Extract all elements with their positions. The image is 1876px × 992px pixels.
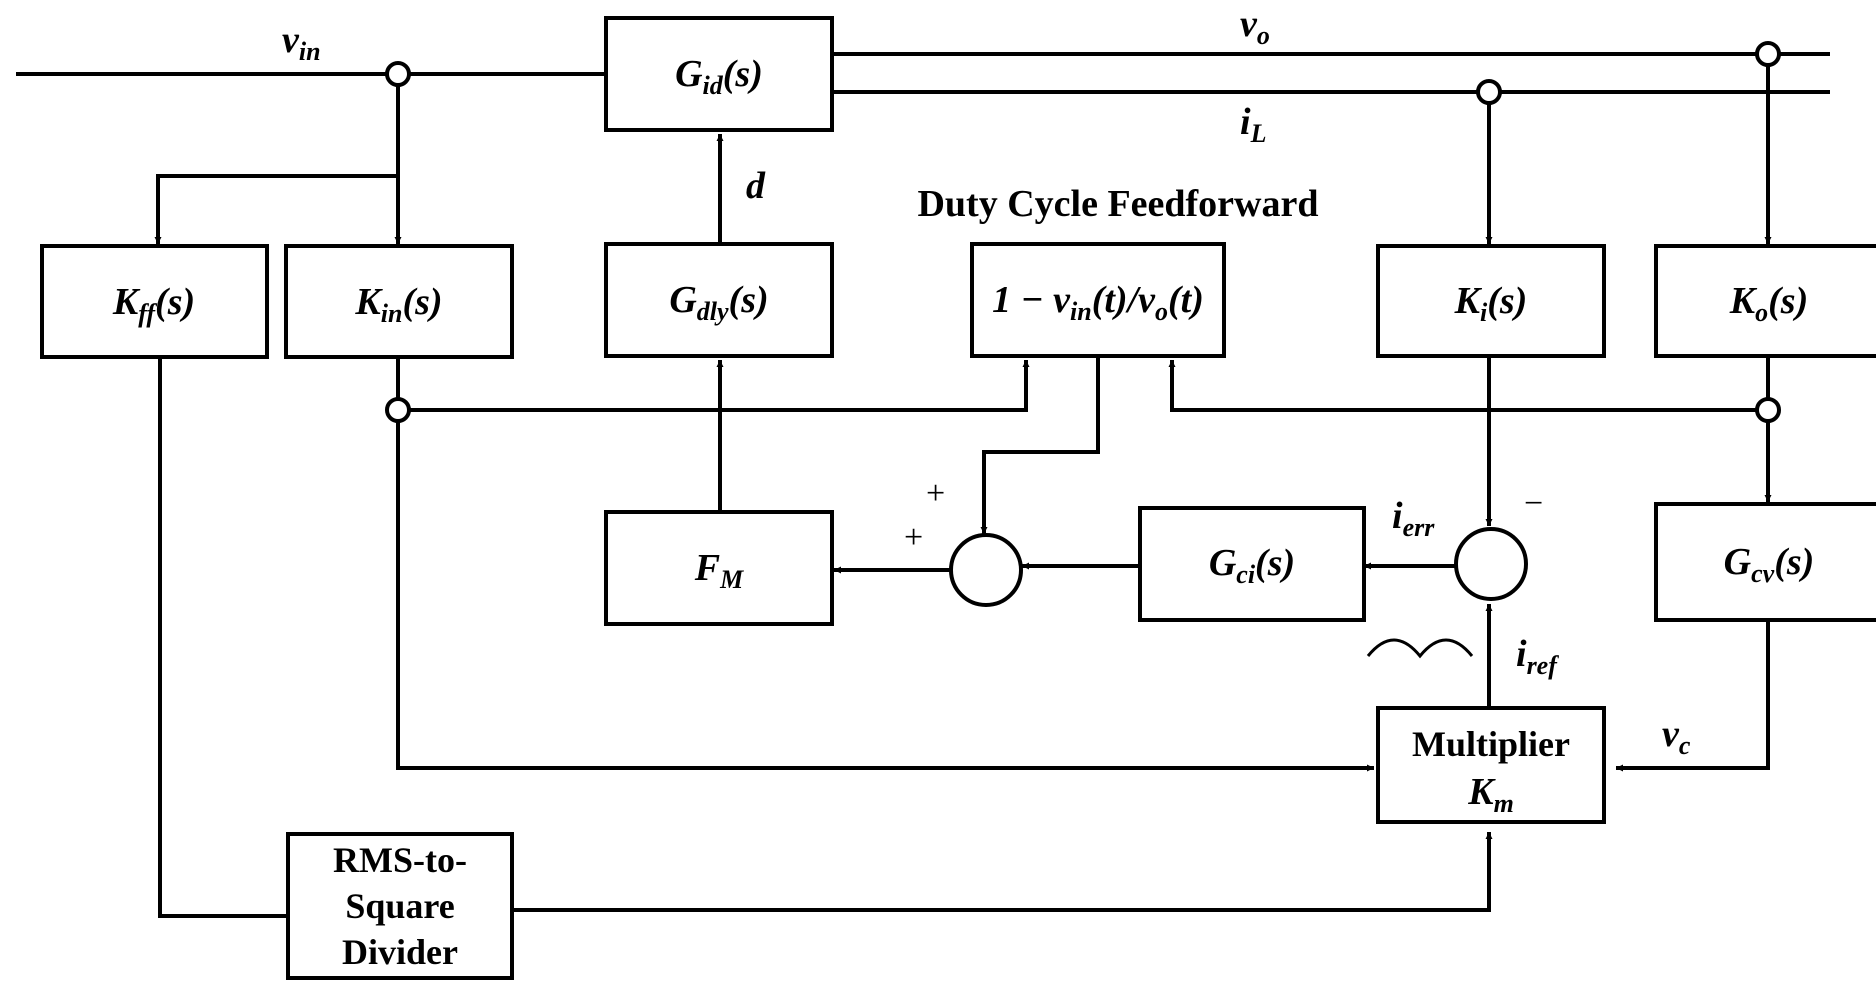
wire-vc-to-mult xyxy=(1616,622,1770,772)
svg-text:Gcv(s): Gcv(s) xyxy=(1724,541,1815,588)
inductor-symbol xyxy=(1366,638,1474,659)
summing-junction-duty xyxy=(949,533,1023,607)
wire-kin-to-dcff xyxy=(408,360,1030,412)
wire-rms-to-mult xyxy=(514,832,1493,912)
svg-text:Multiplier: Multiplier xyxy=(1412,724,1570,764)
signal-ierr-label: ierr xyxy=(1392,495,1435,542)
block-kin: Kin(s) xyxy=(284,244,514,359)
block-multiplier: Multiplier Km xyxy=(1376,706,1606,824)
block-rms-to-square-divider: RMS-to- Square Divider xyxy=(286,832,514,980)
wire-kff-to-rms xyxy=(158,358,286,918)
block-fm: FM xyxy=(604,510,834,626)
svg-text:Square: Square xyxy=(345,886,454,926)
wire-ko-to-dcff xyxy=(1168,360,1758,412)
svg-text:Km: Km xyxy=(1467,771,1514,818)
signal-iref-label: iref xyxy=(1516,633,1559,680)
block-gid: Gid(s) xyxy=(604,16,834,132)
block-ki: Ki(s) xyxy=(1376,244,1606,358)
svg-text:Kff(s): Kff(s) xyxy=(112,281,195,328)
node-il xyxy=(1476,79,1502,105)
node-vo xyxy=(1755,41,1781,67)
node-ko-out xyxy=(1755,397,1781,423)
sign-plus-left: + xyxy=(904,519,923,556)
svg-text:RMS-to-: RMS-to- xyxy=(333,840,467,880)
node-vin xyxy=(385,61,411,87)
block-gcv: Gcv(s) xyxy=(1654,502,1876,622)
signal-il-label: iL xyxy=(1240,101,1266,148)
svg-text:FM: FM xyxy=(694,547,744,594)
node-kin-out xyxy=(385,397,411,423)
signal-vc-label: vc xyxy=(1662,713,1691,760)
signal-vin-label: vin xyxy=(282,19,321,66)
diagram-title: Duty Cycle Feedforward xyxy=(917,183,1318,225)
sign-plus-top: + xyxy=(926,475,945,512)
signal-vo-label: vo xyxy=(1240,3,1270,50)
svg-text:Gci(s): Gci(s) xyxy=(1209,542,1295,589)
block-kff: Kff(s) xyxy=(40,244,269,359)
wire-dcff-to-sum xyxy=(980,356,1100,534)
block-ko: Ko(s) xyxy=(1654,244,1876,358)
svg-text:Kin(s): Kin(s) xyxy=(354,281,442,328)
block-gci: Gci(s) xyxy=(1138,506,1366,622)
wire-vin-to-kff xyxy=(154,174,398,244)
wires xyxy=(16,52,1830,918)
svg-text:Ko(s): Ko(s) xyxy=(1729,280,1808,327)
wire-vin-to-mult xyxy=(396,420,1374,772)
svg-text:Gid(s): Gid(s) xyxy=(675,53,763,100)
summing-junction-current xyxy=(1454,527,1528,601)
nodes xyxy=(385,41,1781,423)
svg-text:Divider: Divider xyxy=(342,932,458,972)
block-duty-cycle-feedforward: 1 − vin(t)/vo(t) xyxy=(970,242,1226,358)
svg-text:1 − vin(t)/vo(t): 1 − vin(t)/vo(t) xyxy=(992,279,1204,326)
block-gdly: Gdly(s) xyxy=(604,242,834,358)
svg-text:Gdly(s): Gdly(s) xyxy=(669,279,768,326)
svg-text:Ki(s): Ki(s) xyxy=(1454,280,1528,327)
sign-minus: − xyxy=(1524,485,1543,522)
signal-d-label: d xyxy=(746,165,766,207)
